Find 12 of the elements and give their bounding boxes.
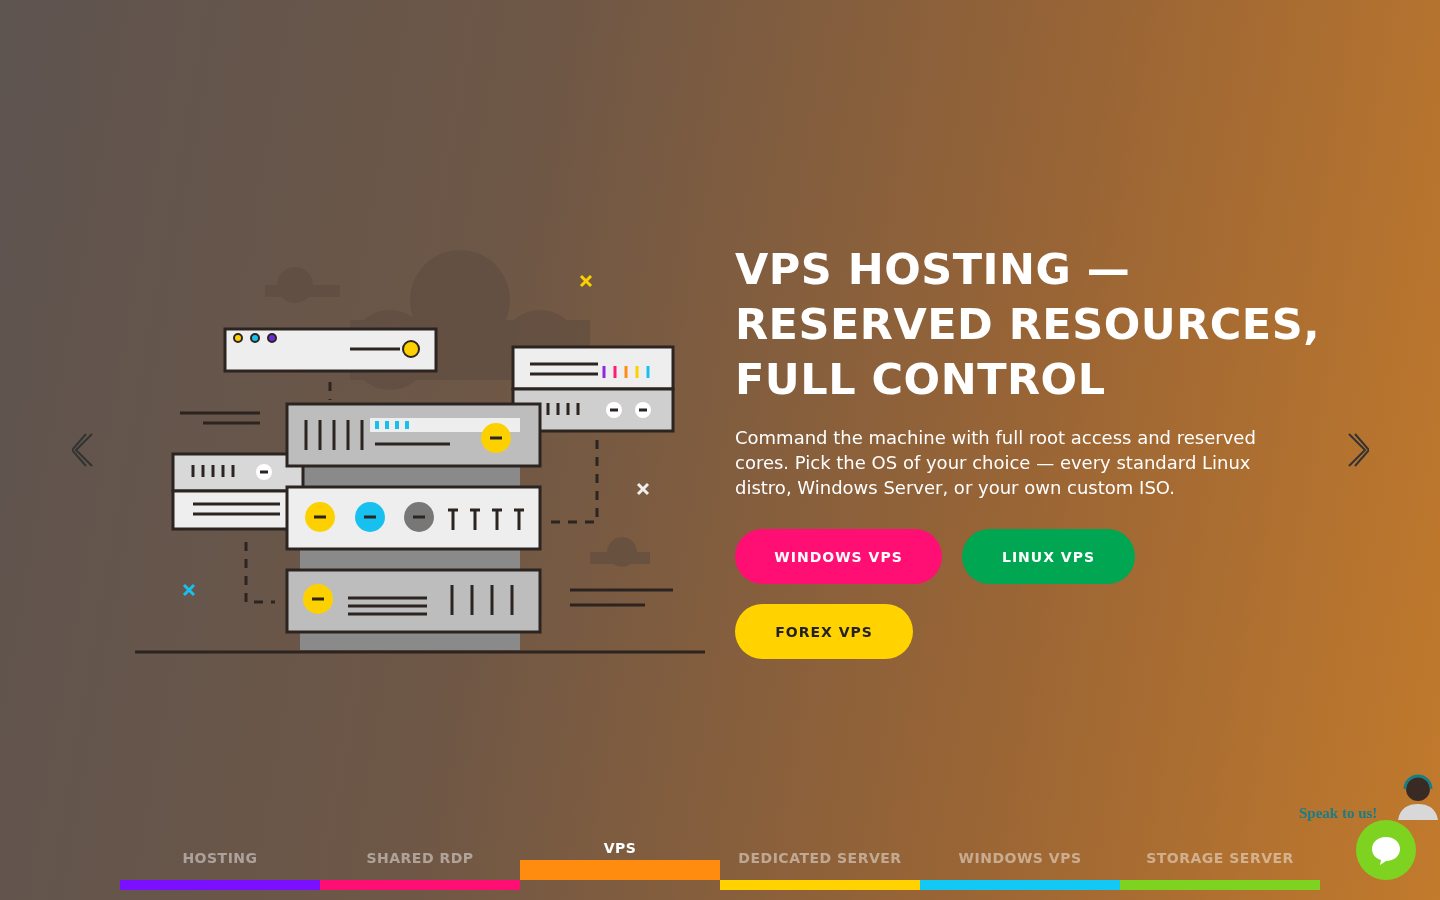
category-button: LINUX VPS (962, 529, 1135, 584)
hero-description: Command the machine with full root access and reserved cores. Pick the OS of your choice — every standard Linux distro, Windows Server, or your own custom ISO. (735, 426, 1257, 500)
tab-link: WINDOWS VPS (920, 850, 1120, 890)
tab-link: DEDICATED SERVER (720, 850, 920, 890)
tab-link: STORAGE SERVER (1120, 850, 1320, 890)
tab-link: HOSTING (120, 850, 320, 890)
tab-link: SHARED RDP (320, 850, 520, 890)
category-button: FOREX VPS (735, 604, 913, 659)
hero-heading: VPS HOSTING — RESERVED RESOURCES, FULL CONTROL (735, 243, 1322, 406)
chat-prompt: Speak to us! (1299, 805, 1378, 822)
tab-link: VPS (520, 840, 720, 880)
category-button: WINDOWS VPS (735, 529, 942, 584)
